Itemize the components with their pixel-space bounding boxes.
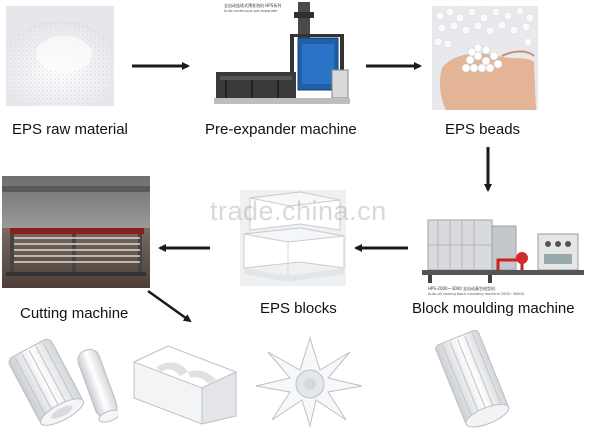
- eps-blocks-label: EPS blocks: [260, 300, 337, 317]
- cutting-machine-label: Cutting machine: [20, 305, 129, 322]
- arrow-cutting-to-products: [147, 289, 192, 323]
- watermark: trade.china.cn: [210, 196, 387, 226]
- pre-expander-machine-image: 全自动连续式预发泡机 HPS系列 Auto-continuous pre-exp…: [212, 0, 352, 112]
- block-moulding-sign-sub: Auto-air cooling block moulding machine …: [428, 292, 525, 296]
- block-moulding-machine-image: HPS-2000～3000 全自动真空成型机 Auto-air cooling …: [418, 200, 588, 296]
- product-cradle-block-image: [128, 332, 240, 426]
- block-moulding-machine-label: Block moulding machine: [412, 300, 575, 317]
- product-pipe-sections-image: [6, 332, 118, 426]
- eps-blocks-image: [240, 190, 346, 286]
- eps-raw-material-label: EPS raw material: [12, 121, 128, 138]
- eps-raw-material-image: [6, 6, 114, 106]
- eps-beads-label: EPS beads: [445, 121, 521, 138]
- pre-expander-machine-label: Pre-expander machine: [205, 121, 357, 138]
- pre-expander-sign-sub: Auto-continuous pre-expander: [224, 9, 278, 13]
- product-fluted-column-image: [420, 330, 528, 428]
- pre-expander-sign: 全自动连续式预发泡机 HPS系列: [224, 2, 281, 8]
- eps-beads-image: [432, 6, 538, 110]
- block-moulding-sign: HPS-2000～3000 全自动真空成型机: [428, 285, 495, 291]
- product-star-spacer-image: [250, 330, 370, 428]
- cutting-machine-image: [2, 176, 150, 288]
